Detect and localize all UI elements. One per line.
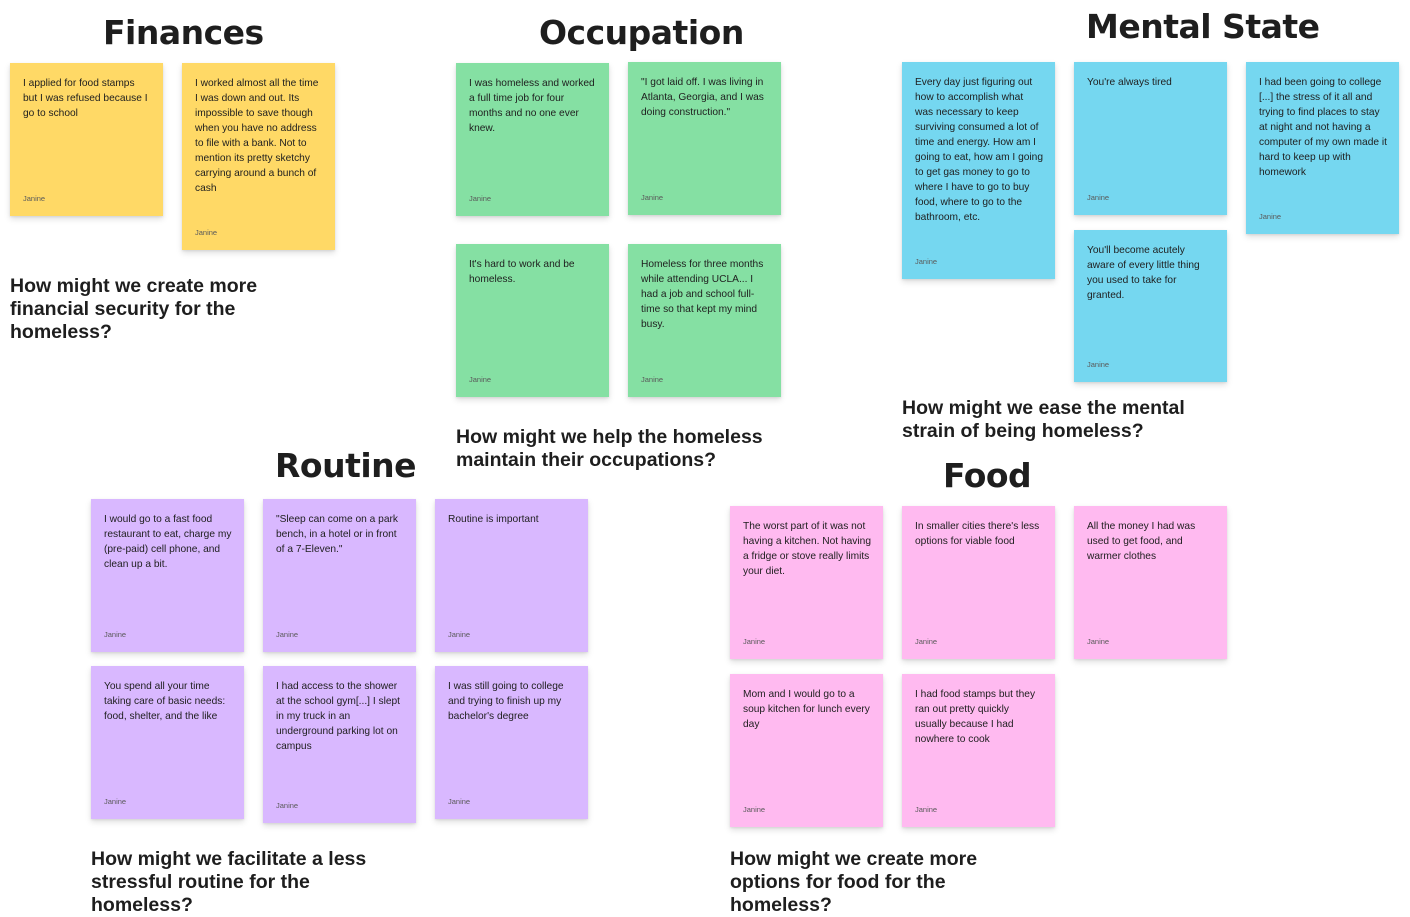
food-question: How might we create more options for foo… — [730, 848, 978, 916]
note-text: "Sleep can come on a park bench, in a ho… — [276, 514, 398, 555]
note-author: Janine — [448, 797, 471, 806]
sticky-note[interactable]: I had food stamps but they ran out prett… — [902, 674, 1055, 827]
note-author: Janine — [276, 630, 299, 639]
sticky-note[interactable]: It's hard to work and be homeless. Janin… — [456, 244, 609, 397]
note-author: Janine — [743, 637, 766, 646]
sticky-note[interactable]: I was homeless and worked a full time jo… — [456, 63, 609, 216]
note-text: Every day just figuring out how to accom… — [915, 77, 1043, 223]
note-author: Janine — [1259, 212, 1282, 221]
routine-question: How might we facilitate a less stressful… — [91, 848, 367, 916]
note-text: I had access to the shower at the school… — [276, 681, 401, 752]
note-text: I was still going to college and trying … — [448, 681, 564, 722]
sticky-note[interactable]: You're always tired Janine — [1074, 62, 1227, 215]
note-text: You're always tired — [1087, 77, 1172, 88]
sticky-note[interactable]: Every day just figuring out how to accom… — [902, 62, 1055, 279]
note-text: I had been going to college [...] the st… — [1259, 77, 1387, 178]
note-text: I worked almost all the time I was down … — [195, 78, 319, 194]
note-text: All the money I had was used to get food… — [1087, 521, 1196, 562]
note-text: It's hard to work and be homeless. — [469, 259, 575, 285]
note-author: Janine — [915, 637, 938, 646]
note-text: In smaller cities there's less options f… — [915, 521, 1040, 547]
note-text: The worst part of it was not having a ki… — [743, 521, 871, 577]
note-text: I was homeless and worked a full time jo… — [469, 78, 595, 134]
note-author: Janine — [915, 805, 938, 814]
sticky-note[interactable]: Routine is important Janine — [435, 499, 588, 652]
food-heading: Food — [943, 456, 1032, 495]
note-author: Janine — [1087, 193, 1110, 202]
occupation-heading: Occupation — [539, 13, 744, 52]
sticky-note[interactable]: Homeless for three months while attendin… — [628, 244, 781, 397]
mental-state-heading: Mental State — [1086, 7, 1320, 46]
note-author: Janine — [23, 194, 46, 203]
sticky-note[interactable]: I worked almost all the time I was down … — [182, 63, 335, 250]
sticky-note[interactable]: I had been going to college [...] the st… — [1246, 62, 1399, 234]
note-author: Janine — [743, 805, 766, 814]
sticky-note[interactable]: You'll become acutely aware of every lit… — [1074, 230, 1227, 382]
sticky-note[interactable]: I was still going to college and trying … — [435, 666, 588, 819]
note-author: Janine — [1087, 637, 1110, 646]
sticky-note[interactable]: You spend all your time taking care of b… — [91, 666, 244, 819]
sticky-note[interactable]: I would go to a fast food restaurant to … — [91, 499, 244, 652]
sticky-note[interactable]: All the money I had was used to get food… — [1074, 506, 1227, 659]
sticky-note[interactable]: "Sleep can come on a park bench, in a ho… — [263, 499, 416, 652]
sticky-note[interactable]: The worst part of it was not having a ki… — [730, 506, 883, 659]
note-author: Janine — [641, 375, 664, 384]
note-author: Janine — [104, 797, 127, 806]
note-text: You'll become acutely aware of every lit… — [1087, 245, 1200, 301]
note-text: I applied for food stamps but I was refu… — [23, 78, 148, 119]
note-author: Janine — [469, 375, 492, 384]
sticky-note[interactable]: In smaller cities there's less options f… — [902, 506, 1055, 659]
note-author: Janine — [469, 194, 492, 203]
note-author: Janine — [915, 257, 938, 266]
finances-question: How might we create more financial secur… — [10, 275, 258, 343]
note-author: Janine — [276, 801, 299, 810]
note-author: Janine — [1087, 360, 1110, 369]
note-text: Mom and I would go to a soup kitchen for… — [743, 689, 870, 730]
note-text: Routine is important — [448, 514, 539, 525]
sticky-note[interactable]: I had access to the shower at the school… — [263, 666, 416, 823]
note-author: Janine — [104, 630, 127, 639]
note-author: Janine — [195, 228, 218, 237]
finances-heading: Finances — [103, 13, 264, 52]
sticky-note[interactable]: Mom and I would go to a soup kitchen for… — [730, 674, 883, 827]
note-text: I would go to a fast food restaurant to … — [104, 514, 232, 570]
mental-state-question: How might we ease the mental strain of b… — [902, 397, 1185, 442]
note-author: Janine — [641, 193, 664, 202]
sticky-note[interactable]: I applied for food stamps but I was refu… — [10, 63, 163, 216]
note-text: "I got laid off. I was living in Atlanta… — [641, 77, 764, 118]
note-text: I had food stamps but they ran out prett… — [915, 689, 1036, 745]
sticky-note[interactable]: "I got laid off. I was living in Atlanta… — [628, 62, 781, 215]
note-text: Homeless for three months while attendin… — [641, 259, 764, 330]
occupation-question: How might we help the homeless maintain … — [456, 426, 763, 471]
note-author: Janine — [448, 630, 471, 639]
note-text: You spend all your time taking care of b… — [104, 681, 226, 722]
routine-heading: Routine — [275, 446, 417, 485]
